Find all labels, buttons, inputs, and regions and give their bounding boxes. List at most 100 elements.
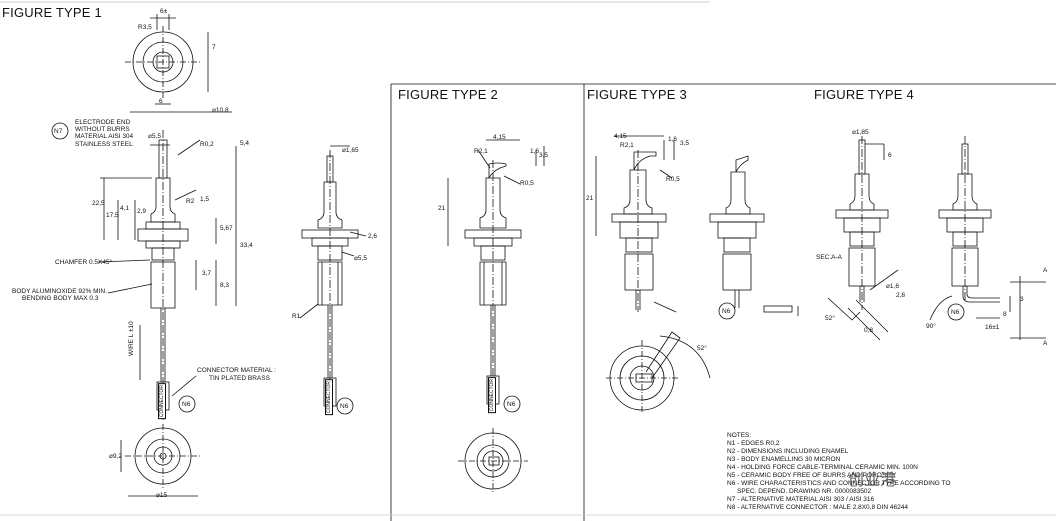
figure-type-2-title: FIGURE TYPE 2 xyxy=(398,87,498,102)
section-label: SEC.A-A xyxy=(816,254,843,261)
dim-7: 7 xyxy=(212,44,216,51)
n7-badge-circle xyxy=(51,122,69,140)
electrode-label-4: STAINLESS STEEL xyxy=(75,141,133,148)
figure-type-1-title: FIGURE TYPE 1 xyxy=(2,5,102,20)
dim-6-top: 6± xyxy=(160,8,168,15)
note-item: N3 - BODY ENAMELLING 30 MICRON xyxy=(727,456,841,463)
fig4-dim-52: 52° xyxy=(825,315,835,322)
body-label-1: BODY ALUMINOXIDE 92% MIN. xyxy=(12,288,107,295)
fig1-top-view xyxy=(125,14,232,113)
dim-2-6: 2,6 xyxy=(368,233,378,240)
dim-r2: R2 xyxy=(186,198,195,205)
note-item: N2 - DIMENSIONS INCLUDING ENAMEL xyxy=(727,448,849,455)
note-item: N5 - CERAMIC BODY FREE OF BURRS AND PORO… xyxy=(727,472,897,479)
fig2-dim-4-15: 4,15 xyxy=(493,134,506,141)
dim-17-5: 17,5 xyxy=(106,212,119,219)
n6-badge-fig3: N6 xyxy=(722,308,731,315)
n6-badge-circle-fig3 xyxy=(718,302,736,320)
dim-15: ⌀15 xyxy=(156,492,168,499)
dim-1-65: ⌀1,65 xyxy=(342,147,359,154)
dim-5-5: ⌀5,5 xyxy=(148,133,161,140)
body-label-2: BENDING BODY MAX 0.3 xyxy=(22,295,99,302)
n7-badge: N7 xyxy=(54,128,63,135)
fig4-side-view-2 xyxy=(929,136,1046,340)
fig2-dim-3-5: 3,5 xyxy=(539,152,549,159)
fig4-dim-1-6: ⌀1,6 xyxy=(886,283,899,290)
fig3-dim-r2-1: R2,1 xyxy=(620,142,634,149)
n6-badge-fig1-main: N6 xyxy=(182,401,191,408)
dim-1-5: 1,5 xyxy=(200,196,210,203)
electrode-label-3: MATERIAL AISI 304 xyxy=(75,133,134,140)
notes-block: NOTES: N1 - EDGES R0,2 N2 - DIMENSIONS I… xyxy=(727,432,950,512)
dim-8-3: 8,3 xyxy=(220,282,230,289)
fig4-dim-3: 3 xyxy=(1020,296,1024,303)
dim-r1: R1 xyxy=(292,313,301,320)
fig3-bottom-view xyxy=(606,331,711,414)
fig2-side-view xyxy=(447,139,545,405)
section-a-top: A xyxy=(1043,267,1048,274)
n6-badge-circle-fig1 xyxy=(336,397,354,415)
n6-badge-fig4: N6 xyxy=(951,309,960,316)
n6-badge-fig2: N6 xyxy=(507,401,516,408)
dim-5-5-b: ⌀5,5 xyxy=(354,255,367,262)
chamfer-label: CHAMFER 0.5X45° xyxy=(55,259,113,266)
fig3-dim-52: 52° xyxy=(697,345,707,352)
fig3-side-view xyxy=(595,135,677,313)
dim-6: 6 xyxy=(159,98,163,105)
fig1-bottom-view xyxy=(120,424,201,497)
dim-r0-2: R0,2 xyxy=(200,141,214,148)
figure-type-4-title: FIGURE TYPE 4 xyxy=(814,87,914,102)
connector-fig2: CONNECTOR xyxy=(488,377,496,414)
connector-fig1-main: CONNECTOR xyxy=(158,383,166,420)
note-item: N6 - WIRE CHARACTERISTICS AND CONNECTOR … xyxy=(727,480,951,487)
fig2-dim-1-6: 1,6 xyxy=(530,148,540,155)
dim-22-5: 22,5 xyxy=(92,200,105,207)
fig2-dim-21: 21 xyxy=(438,205,446,212)
fig4-dim-6: 6 xyxy=(888,152,892,159)
dim-3-7: 3,7 xyxy=(202,270,212,277)
connector-material-label-1: CONNECTOR MATERIAL : xyxy=(197,367,276,374)
fig1-side-view xyxy=(97,130,237,420)
fig3-dim-3-5: 3,5 xyxy=(680,140,690,147)
fig2-dim-r2-1: R2,1 xyxy=(474,148,488,155)
fig4-dim-2-8: 2,8 xyxy=(896,292,906,299)
note-item: SPEC. DEPEND. DRAWING NR. 0000083502 xyxy=(737,488,872,495)
fig3-side-view-2 xyxy=(709,155,799,316)
dim-4-1: 4,1 xyxy=(120,205,130,212)
dim-2-9: 2,9 xyxy=(137,208,147,215)
note-item: N8 - ALTERNATIVE CONNECTOR : MALE 2,8X0,… xyxy=(727,504,908,511)
note-item: N7 - ALTERNATIVE MATERIAL AISI 303 / AIS… xyxy=(727,496,875,503)
n6-badge-circle-fig2 xyxy=(503,395,521,413)
electrode-label-2: WITHOUT BURRS xyxy=(75,126,130,133)
fig3-dim-4-15: 4,15 xyxy=(614,133,627,140)
fig4-dim-8: 8 xyxy=(1003,311,1007,318)
fig3-dim-1-6: 1,6 xyxy=(668,136,678,143)
fig2-bottom-view xyxy=(458,428,528,494)
watermark: 创业港 xyxy=(848,470,897,489)
fig3-dim-r0-5: R0,5 xyxy=(666,176,680,183)
fig3-dim-21: 21 xyxy=(586,195,594,202)
n6-badge-circle-fig4 xyxy=(947,303,965,321)
n6-badge-fig1: N6 xyxy=(340,403,349,410)
connector-material-label-2: TIN PLATED BRASS xyxy=(209,375,270,382)
figure-type-3-title: FIGURE TYPE 3 xyxy=(587,87,687,102)
fig4-dim-0-8: 0,8 xyxy=(864,327,874,334)
fig4-dim-1-85: ⌀1,85 xyxy=(852,129,869,136)
wire-length-label: WIRE L ±10 xyxy=(128,321,135,356)
dim-5-4: 5,4 xyxy=(240,140,250,147)
section-a-bottom: A xyxy=(1043,340,1048,347)
connector-fig1: CONNECTOR xyxy=(325,379,333,416)
fig2-dim-r0-5: R0,5 xyxy=(520,180,534,187)
n6-badge-circle-fig1-main xyxy=(178,395,196,413)
dim-5-67: 5,67 xyxy=(220,225,233,232)
electrode-label-1: ELECTRODE END xyxy=(75,119,131,126)
fig4-dim-90: 90° xyxy=(926,323,936,330)
dim-r3: R3,5 xyxy=(138,24,152,31)
dim-9-2: ⌀9,2 xyxy=(109,453,122,460)
dim-10-8: ⌀10,8 xyxy=(212,107,229,114)
note-item: N1 - EDGES R0,2 xyxy=(727,440,780,447)
fig4-side-view xyxy=(827,136,899,341)
fig4-dim-16: 16±1 xyxy=(985,324,1000,331)
note-item: N4 - HOLDING FORCE CABLE-TERMINAL CERAMI… xyxy=(727,464,918,471)
